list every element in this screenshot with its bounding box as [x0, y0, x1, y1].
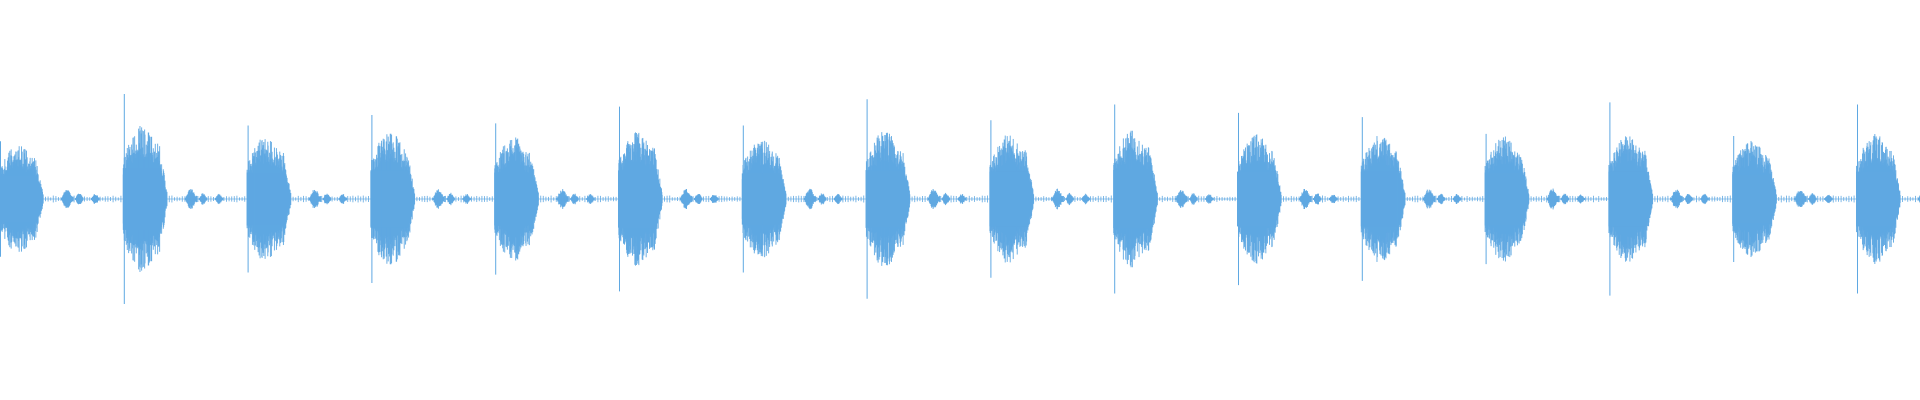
waveform-beat [1113, 104, 1236, 294]
waveform-beat [370, 115, 493, 283]
waveform-beat [1608, 102, 1731, 296]
waveform-beat [865, 99, 988, 299]
waveform-beat [1360, 117, 1484, 281]
waveform-beat [1237, 112, 1360, 286]
waveform-beat [246, 125, 369, 273]
waveform-beat [1484, 133, 1607, 265]
waveform-beat [0, 141, 122, 257]
waveform-beat [989, 120, 1112, 278]
waveform-beat [122, 94, 246, 304]
waveform-bars [0, 94, 1920, 304]
waveform-beat [494, 123, 617, 275]
waveform-beat [741, 125, 865, 273]
waveform-beat [1856, 104, 1920, 294]
waveform-beat [1732, 136, 1855, 262]
waveform-beat [618, 106, 741, 292]
